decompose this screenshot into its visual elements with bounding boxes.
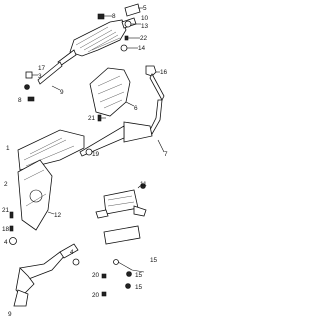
- callout-11: 11: [140, 181, 147, 188]
- callout-8: 8: [112, 13, 116, 20]
- callout-7: 7: [164, 151, 168, 158]
- bolt-20[interactable]: [101, 273, 107, 279]
- bracket-17[interactable]: [25, 71, 33, 79]
- callout-21: 21: [88, 115, 96, 122]
- front-pipe-9[interactable]: [13, 243, 79, 307]
- callout-19: 19: [92, 151, 100, 158]
- callout-21b: 21: [2, 207, 10, 214]
- label-plate[interactable]: [103, 225, 141, 245]
- callout-15c: 15: [135, 284, 143, 291]
- catalytic-converter-11[interactable]: [95, 189, 147, 219]
- callout-20: 20: [92, 272, 100, 279]
- callout-22: 22: [140, 35, 148, 42]
- tail-pipe-tip[interactable]: [124, 3, 141, 17]
- callout-labels: 8 5 10 13 22 14 17 3 9 8 6 16 21 7 1 19 …: [2, 5, 168, 318]
- callout-4: 4: [4, 239, 8, 246]
- callout-1: 1: [6, 145, 10, 152]
- callout-12: 12: [54, 212, 62, 219]
- heat-shield-6[interactable]: [89, 67, 131, 117]
- nut-3[interactable]: [24, 84, 30, 90]
- callout-2: 2: [4, 181, 8, 188]
- callout-9: 9: [60, 89, 64, 96]
- bolt-22[interactable]: [124, 35, 134, 41]
- callout-9b: 9: [8, 311, 12, 318]
- gasket-19[interactable]: [85, 148, 93, 156]
- callout-4b: 4: [70, 249, 74, 256]
- callout-6: 6: [134, 105, 138, 112]
- rear-pipe-7[interactable]: [79, 73, 165, 157]
- callout-17: 17: [38, 65, 46, 72]
- callout-13: 13: [141, 23, 149, 30]
- callout-15b: 15: [135, 272, 143, 279]
- callout-3: 3: [38, 73, 42, 80]
- hanger-bracket-16[interactable]: [145, 65, 157, 77]
- callout-10: 10: [141, 15, 149, 22]
- exhaust-system-parts-diagram: 8 5 10 13 22 14 17 3 9 8 6 16 21 7 1 19 …: [2, 3, 168, 318]
- bolt-21[interactable]: [97, 114, 106, 122]
- callout-5: 5: [143, 5, 147, 12]
- gasket-4b[interactable]: [72, 258, 80, 266]
- nut-15b[interactable]: [126, 271, 132, 277]
- gasket-14[interactable]: [120, 44, 128, 52]
- callout-18: 18: [2, 226, 10, 233]
- callout-16: 16: [160, 69, 168, 76]
- clamp-top[interactable]: [124, 20, 132, 28]
- callout-15a: 15: [150, 257, 158, 264]
- leader-lines: [32, 7, 165, 215]
- bolt-21b[interactable]: [9, 211, 14, 219]
- heat-shield-1[interactable]: [17, 129, 85, 171]
- bracket-13b[interactable]: [140, 183, 146, 189]
- callout-20b: 20: [92, 292, 100, 299]
- bolt-18[interactable]: [9, 225, 14, 232]
- hanger-rod-15[interactable]: [113, 259, 145, 273]
- gasket-4[interactable]: [9, 237, 17, 245]
- heat-shield-2[interactable]: [17, 159, 53, 231]
- hanger-rubber-top[interactable]: [97, 13, 105, 20]
- nut-15c[interactable]: [125, 283, 131, 289]
- callout-8b: 8: [18, 97, 22, 104]
- callout-14: 14: [138, 45, 146, 52]
- rubber-8b[interactable]: [27, 96, 35, 102]
- bolt-20b[interactable]: [101, 291, 107, 297]
